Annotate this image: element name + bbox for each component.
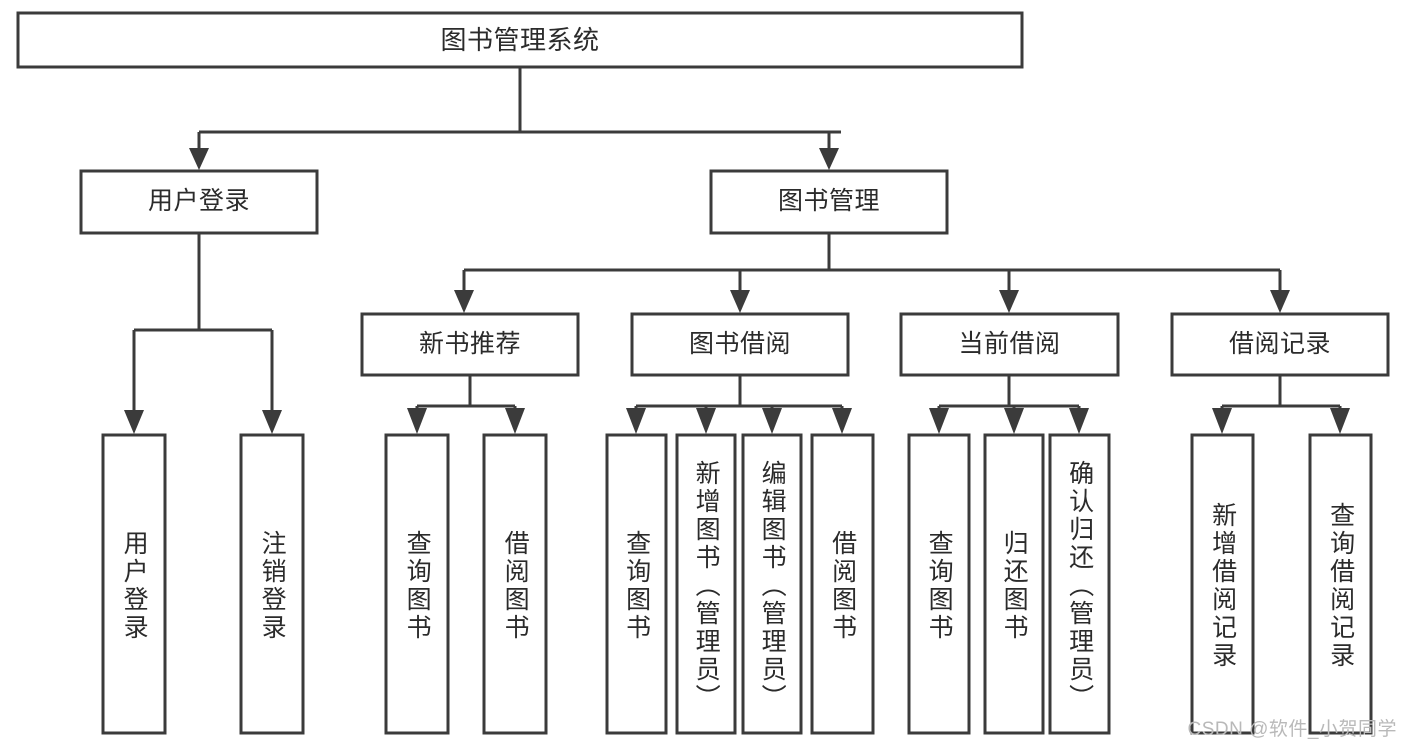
arrow-head-record xyxy=(1270,290,1290,313)
edge-group-user-login xyxy=(124,233,282,434)
node-box-book-borrow[interactable] xyxy=(630,312,850,377)
arrow-head-bo-query xyxy=(626,408,646,434)
arrow-head-nb-query xyxy=(407,408,427,434)
leaf-box-query-book-3[interactable] xyxy=(907,433,971,735)
leaf-box-user-login[interactable] xyxy=(101,433,167,735)
leaf-box-borrow-book-1[interactable] xyxy=(482,433,548,735)
arrow-head-re-add xyxy=(1212,408,1232,434)
arrow-head-leaf-logout xyxy=(262,410,282,434)
arrow-head-leaf-login xyxy=(124,410,144,434)
arrow-head-bo-borrowbook xyxy=(832,408,852,434)
arrow-head-current xyxy=(999,290,1019,313)
leaf-box-logout[interactable] xyxy=(239,433,305,735)
node-box-current-borrow[interactable] xyxy=(899,312,1120,377)
node-box-book-manage[interactable] xyxy=(709,169,949,235)
leaf-box-add-borrow-record[interactable] xyxy=(1190,433,1255,735)
arrow-head-bo-edit xyxy=(762,408,782,434)
node-box-borrow-record[interactable] xyxy=(1170,312,1390,377)
arrow-head-bo-add xyxy=(696,408,716,434)
leaf-box-query-book-2[interactable] xyxy=(605,433,668,735)
leaf-box-add-book-admin[interactable] xyxy=(675,433,737,735)
node-box-new-book-recommend[interactable] xyxy=(360,312,580,377)
edge-group-root xyxy=(189,67,841,170)
leaf-box-edit-book-admin[interactable] xyxy=(741,433,803,735)
arrow-head-re-query xyxy=(1330,408,1350,434)
arrow-head-nb-borrow xyxy=(505,408,525,434)
edge-group-current xyxy=(929,375,1089,434)
arrow-head-user-login xyxy=(189,148,209,170)
edge-group-book-manage xyxy=(454,233,1290,313)
leaf-box-confirm-return-admin[interactable] xyxy=(1048,433,1111,735)
arrow-head-cu-return xyxy=(1004,408,1024,434)
node-box-root[interactable] xyxy=(16,11,1024,69)
arrow-head-book-manage xyxy=(819,148,839,170)
leaf-box-query-borrow-record[interactable] xyxy=(1308,433,1373,735)
edge-group-record xyxy=(1212,375,1350,434)
node-box-user-login[interactable] xyxy=(79,169,319,235)
leaf-box-borrow-book-2[interactable] xyxy=(810,433,875,735)
leaf-box-query-book-1[interactable] xyxy=(384,433,450,735)
arrow-head-cu-query xyxy=(929,408,949,434)
arrow-head-cu-confirm xyxy=(1069,408,1089,434)
leaf-box-return-book[interactable] xyxy=(983,433,1045,735)
arrow-head-borrow xyxy=(730,290,750,313)
edge-group-borrow xyxy=(626,375,852,434)
arrow-head-newbook xyxy=(454,290,474,313)
edge-group-newbook xyxy=(407,375,525,434)
